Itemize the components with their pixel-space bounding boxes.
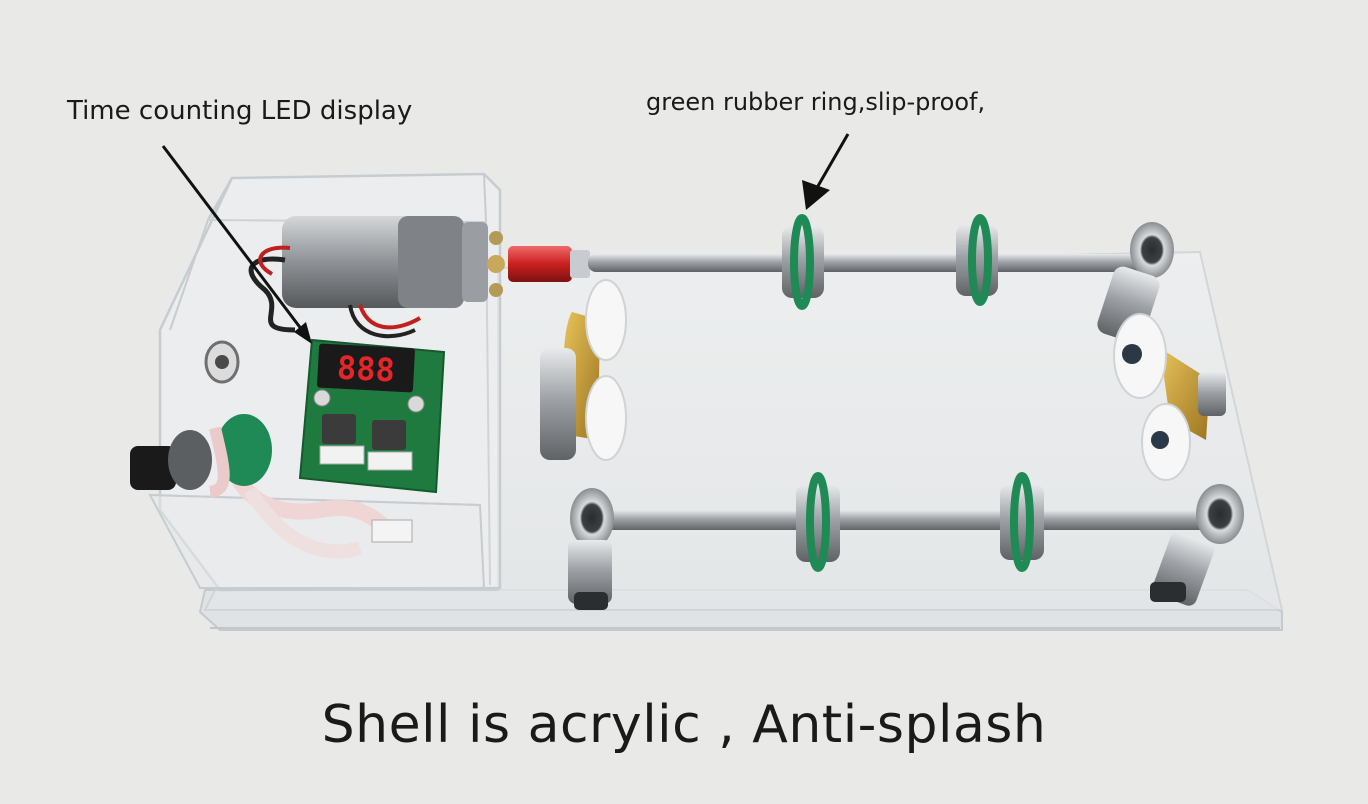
right-guide-rollers xyxy=(1113,313,1226,481)
left-guide-rollers xyxy=(540,279,627,461)
arrow-pointer-icon xyxy=(802,133,850,210)
red-shaft-coupler xyxy=(508,246,590,282)
led-display-annotation: Time counting LED display xyxy=(67,96,413,126)
arrow-pointer-icon xyxy=(161,145,312,344)
led-digits: 888 xyxy=(336,349,396,390)
control-board: 888 xyxy=(226,338,446,559)
caption-text: Shell is acrylic , Anti-splash xyxy=(321,695,1047,755)
speed-knob xyxy=(130,414,272,498)
rubber-ring-annotation: green rubber ring,slip-proof, xyxy=(646,88,986,116)
lower-roller-shaft xyxy=(568,472,1244,610)
dc-motor xyxy=(248,216,505,339)
power-socket xyxy=(204,340,240,384)
